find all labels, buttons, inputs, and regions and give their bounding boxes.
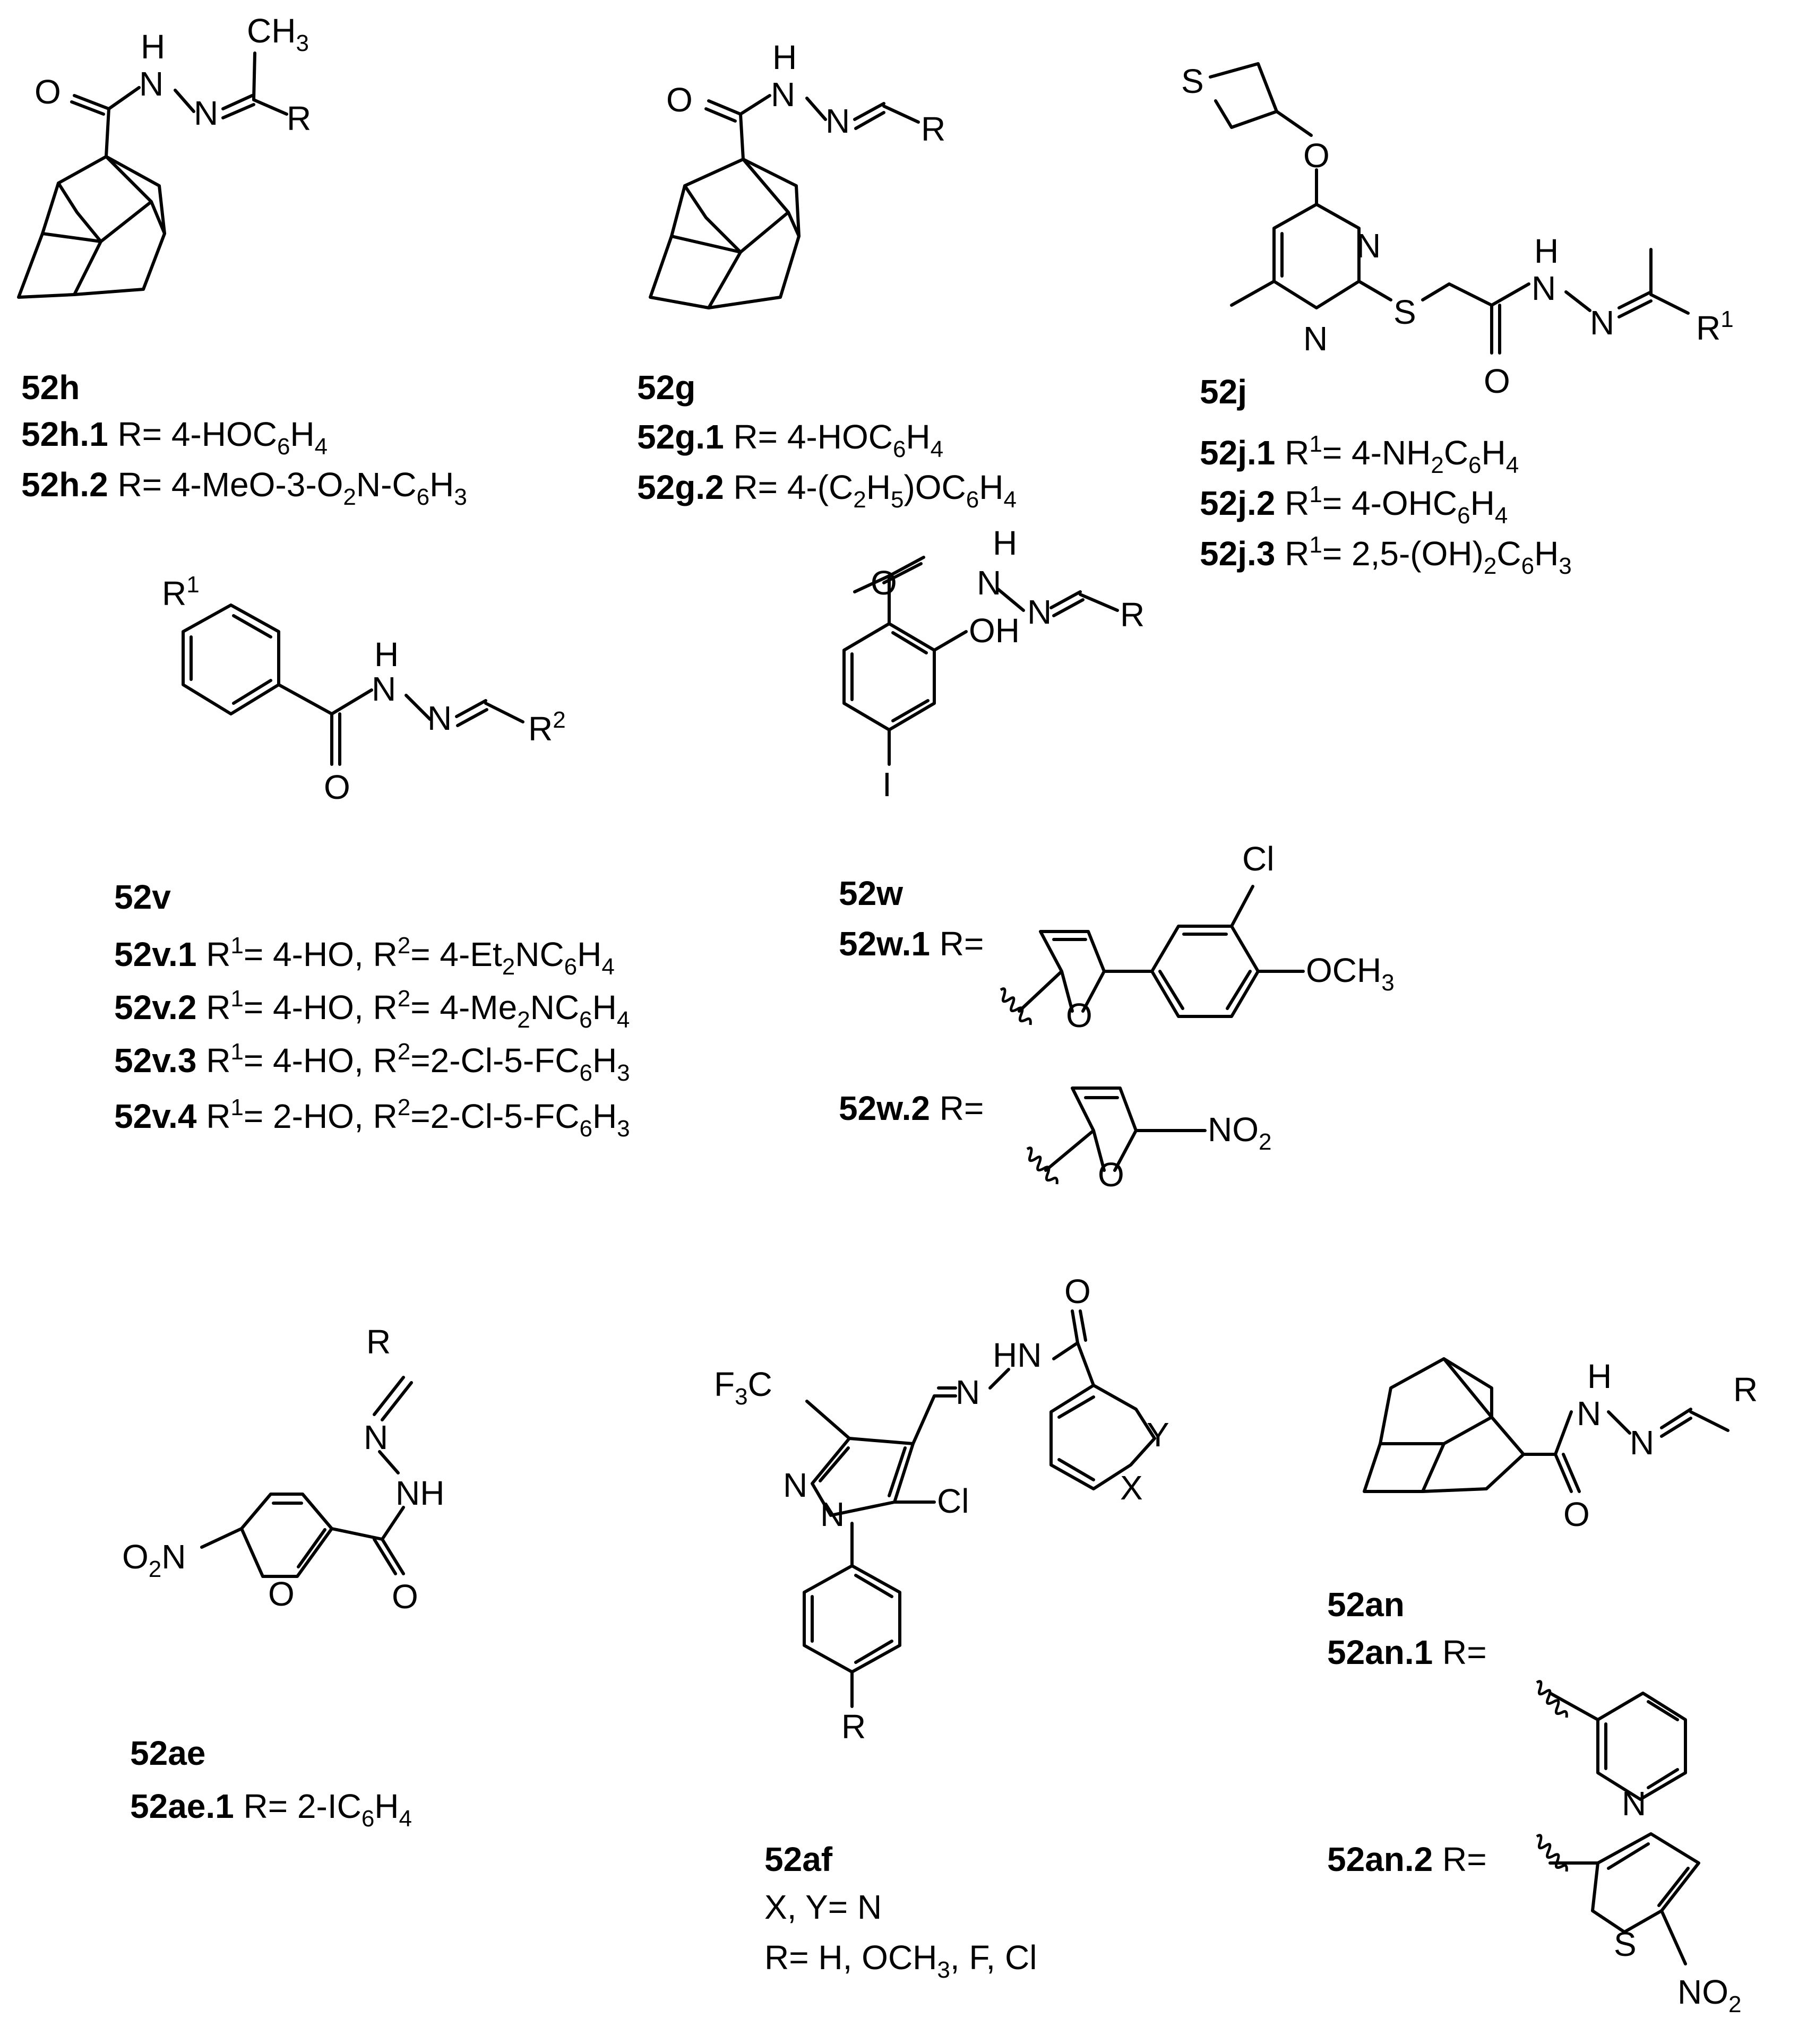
atom-N: N <box>825 102 850 140</box>
atom-O: O <box>1098 1155 1124 1194</box>
atom-H: H <box>374 635 399 674</box>
atom-I: I <box>882 765 892 804</box>
variant-52j-3: 52j.3 R1= 2,5-(OH)2C6H3 <box>1200 532 1572 579</box>
atom-Cl: Cl <box>937 1482 969 1520</box>
atom-N: N <box>783 1466 807 1504</box>
atom-F3C: F3C <box>714 1365 772 1410</box>
atom-S: S <box>1614 1925 1637 1963</box>
atom-O: O <box>1303 136 1330 175</box>
atom-X: X <box>1120 1469 1143 1507</box>
atom-O: O <box>666 81 693 119</box>
atom-N: N <box>1630 1424 1654 1462</box>
atom-Cl: Cl <box>1242 840 1274 878</box>
variant-52v-3: 52v.3 R1= 4-HO, R2=2-Cl-5-FC6H3 <box>114 1039 630 1086</box>
atom-N: N <box>427 699 452 737</box>
atom-HN: HN <box>993 1336 1042 1374</box>
atom-S: S <box>1181 62 1204 100</box>
atom-H: H <box>772 38 797 76</box>
atom-N: N <box>1590 304 1614 342</box>
compound-label-52h: 52h <box>21 368 80 407</box>
atom-N: N <box>956 1373 980 1411</box>
atom-Y: Y <box>1147 1416 1169 1454</box>
atom-NH: NH <box>395 1474 444 1512</box>
atom-O: O <box>1484 362 1510 400</box>
atom-N: N <box>1027 593 1052 631</box>
substituent-line-xy: X, Y= N <box>764 1888 882 1926</box>
atom-OH: OH <box>969 611 1020 650</box>
atom-R: R <box>366 1323 391 1361</box>
variant-52g-2: 52g.2 R= 4-(C2H5)OC6H4 <box>637 468 1017 513</box>
atom-H: H <box>1587 1357 1612 1395</box>
variant-52ae-1: 52ae.1 R= 2-IC6H4 <box>130 1787 412 1832</box>
structure-52an: H N N R O 52an 52an.1 R= N 52an.2 R= S N… <box>1327 1357 1758 2017</box>
compound-label-52ae: 52ae <box>130 1734 205 1772</box>
variant-52j-1: 52j.1 R1= 4-NH2C6H4 <box>1200 431 1519 478</box>
atom-O: O <box>392 1577 418 1616</box>
variant-52an-1: 52an.1 R= <box>1327 1633 1487 1671</box>
atom-R: R <box>841 1707 866 1746</box>
structure-52ae: R N NH O O O2N 52ae 52ae.1 R= 2-IC6H4 <box>122 1323 444 1832</box>
variant-52h-1: 52h.1 R= 4-HOC6H4 <box>21 415 328 460</box>
atom-R: R <box>1733 1370 1758 1409</box>
atom-O: O <box>268 1575 295 1613</box>
atom-H: H <box>1534 232 1559 270</box>
atom-O: O <box>1066 996 1092 1034</box>
variant-52an-2: 52an.2 R= <box>1327 1840 1487 1878</box>
variants-52v: 52v.1 R1= 4-HO, R2= 4-Et2NC6H4 52v.2 R1=… <box>114 933 630 1142</box>
structure-52af: F3C N HN O N N Cl X Y R 52af X, Y= N R= … <box>714 1272 1169 1983</box>
atom-R2: R2 <box>528 707 566 748</box>
structure-52j: S O N N S O H N N R1 52j 52j.1 R1= 4-NH2… <box>1181 62 1734 579</box>
variant-52j-2: 52j.2 R1= 4-OHC6H4 <box>1200 481 1508 529</box>
atom-N: N <box>820 1495 845 1533</box>
atom-R: R <box>1120 596 1145 634</box>
compound-label-52w: 52w <box>839 874 903 912</box>
compound-label-52af: 52af <box>764 1840 833 1878</box>
atom-N: N <box>1303 320 1328 358</box>
atom-N: N <box>771 75 795 114</box>
substituent-line-r: R= H, OCH3, F, Cl <box>764 1938 1037 1983</box>
atom-N: N <box>1356 227 1381 265</box>
compound-label-52an: 52an <box>1327 1585 1405 1624</box>
atom-N: N <box>1622 1784 1646 1823</box>
atom-N: N <box>1577 1394 1601 1433</box>
atom-N: N <box>194 94 218 132</box>
variant-52v-2: 52v.2 R1= 4-HO, R2= 4-Me2NC6H4 <box>114 986 630 1033</box>
atom-N: N <box>977 564 1001 602</box>
atom-O: O <box>35 73 61 111</box>
atom-CH3: CH3 <box>247 12 309 56</box>
atom-S: S <box>1393 293 1416 331</box>
atom-O: O <box>871 564 897 602</box>
atom-NO2: NO2 <box>1677 1973 1741 2017</box>
atom-H: H <box>141 28 165 66</box>
variant-52h-2: 52h.2 R= 4-MeO-3-O2N-C6H3 <box>21 465 467 510</box>
compound-label-52v: 52v <box>114 878 171 916</box>
atom-R: R <box>287 99 311 137</box>
atom-R: R <box>921 110 945 148</box>
atom-R1: R1 <box>1696 306 1734 347</box>
atom-H: H <box>993 524 1017 562</box>
structure-52h: O H N N CH3 R 52h 52h.1 R= 4-HOC6H4 52h.… <box>17 12 467 510</box>
variant-52w-1: 52w.1 R= <box>839 925 984 963</box>
atom-N: N <box>364 1418 388 1456</box>
atom-N: N <box>139 65 164 103</box>
variant-52g-1: 52g.1 R= 4-HOC6H4 <box>637 418 943 462</box>
structure-52g: O H N N R 52g 52g.1 R= 4-HOC6H4 52g.2 R=… <box>637 38 1017 513</box>
atom-O2N: O2N <box>122 1538 186 1582</box>
atom-R1: R1 <box>162 572 200 613</box>
structure-52w: O H N N R OH I 52w 52w.1 R= O Cl OCH3 52… <box>839 524 1395 1194</box>
compound-label-52j: 52j <box>1200 373 1247 411</box>
atom-O: O <box>1064 1272 1091 1310</box>
atom-N: N <box>372 670 396 708</box>
compound-label-52g: 52g <box>637 368 695 407</box>
variant-52v-4: 52v.4 R1= 2-HO, R2=2-Cl-5-FC6H3 <box>114 1094 630 1142</box>
atom-OCH3: OCH3 <box>1306 951 1395 996</box>
variant-52v-1: 52v.1 R1= 4-HO, R2= 4-Et2NC6H4 <box>114 933 615 980</box>
atom-NO2: NO2 <box>1208 1110 1271 1155</box>
structure-52v: R1 H N N O R2 52v 52v.1 R1= 4-HO, R2= 4-… <box>114 572 630 1142</box>
atom-O: O <box>324 768 350 806</box>
atom-O: O <box>1563 1495 1590 1533</box>
variant-52w-2: 52w.2 R= <box>839 1089 984 1127</box>
atom-N: N <box>1531 269 1556 307</box>
